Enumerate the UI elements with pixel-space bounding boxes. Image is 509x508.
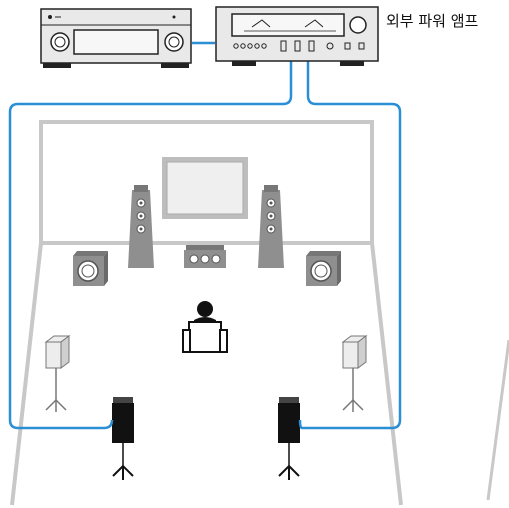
surround-back-right-speaker-icon <box>278 397 300 480</box>
front-right-speaker-icon <box>258 185 284 268</box>
center-speaker-icon <box>184 245 226 268</box>
front-left-speaker-icon <box>128 185 154 268</box>
surround-right-speaker-icon <box>341 335 368 412</box>
speaker-cables <box>8 41 402 430</box>
speaker-cable-ends <box>96 419 310 430</box>
surround-back-left-speaker-icon <box>112 397 134 480</box>
av-receiver-icon <box>40 8 192 68</box>
external-amp-label: 외부 파워 앰프 <box>386 12 479 30</box>
surround-left-speaker-icon <box>44 335 71 412</box>
subwoofer-right-icon <box>306 251 341 286</box>
room-outline <box>10 120 509 506</box>
subwoofer-left-icon <box>73 251 108 286</box>
tv-screen-icon <box>162 157 248 219</box>
power-amplifier-icon <box>215 6 379 66</box>
listener-icon <box>182 301 228 353</box>
